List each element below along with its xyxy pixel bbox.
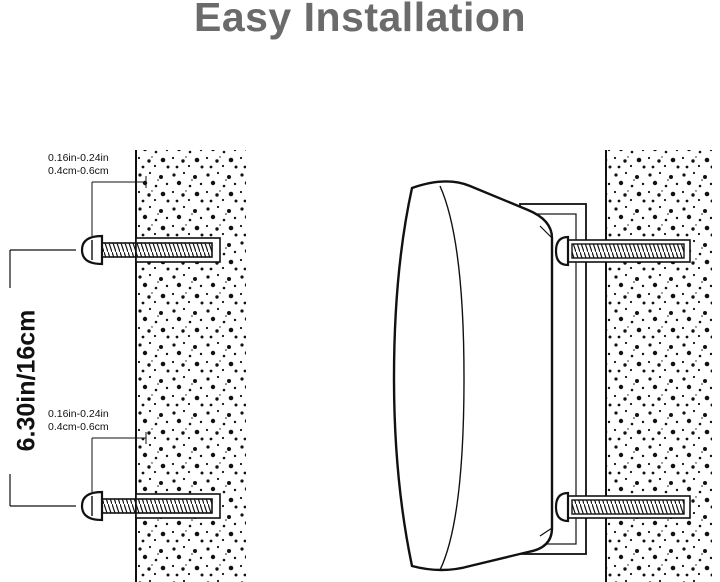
spacing-label: 6.30in/16cm xyxy=(12,309,41,451)
gap-indicator-bottom xyxy=(91,432,147,492)
left-screw-top xyxy=(80,234,221,266)
spacing-label-wrap: 6.30in/16cm xyxy=(12,290,42,470)
left-screw-bottom xyxy=(80,490,221,522)
gap-label-top-inches: 0.16in-0.24in xyxy=(48,152,109,164)
gap-label-bottom-cm: 0.4cm-0.6cm xyxy=(48,421,109,433)
gap-label-bottom: 0.16in-0.24in 0.4cm-0.6cm xyxy=(48,408,109,434)
right-screw-bottom xyxy=(554,491,691,523)
gap-label-top-cm: 0.4cm-0.6cm xyxy=(48,165,109,177)
right-screw-top xyxy=(554,235,691,267)
gap-label-bottom-inches: 0.16in-0.24in xyxy=(48,408,109,420)
mounted-device xyxy=(392,180,554,572)
gap-label-top: 0.16in-0.24in 0.4cm-0.6cm xyxy=(48,152,109,178)
spacing-dimension xyxy=(9,249,76,507)
page-title: Easy Installation xyxy=(193,0,527,40)
gap-indicator-top xyxy=(91,176,147,236)
